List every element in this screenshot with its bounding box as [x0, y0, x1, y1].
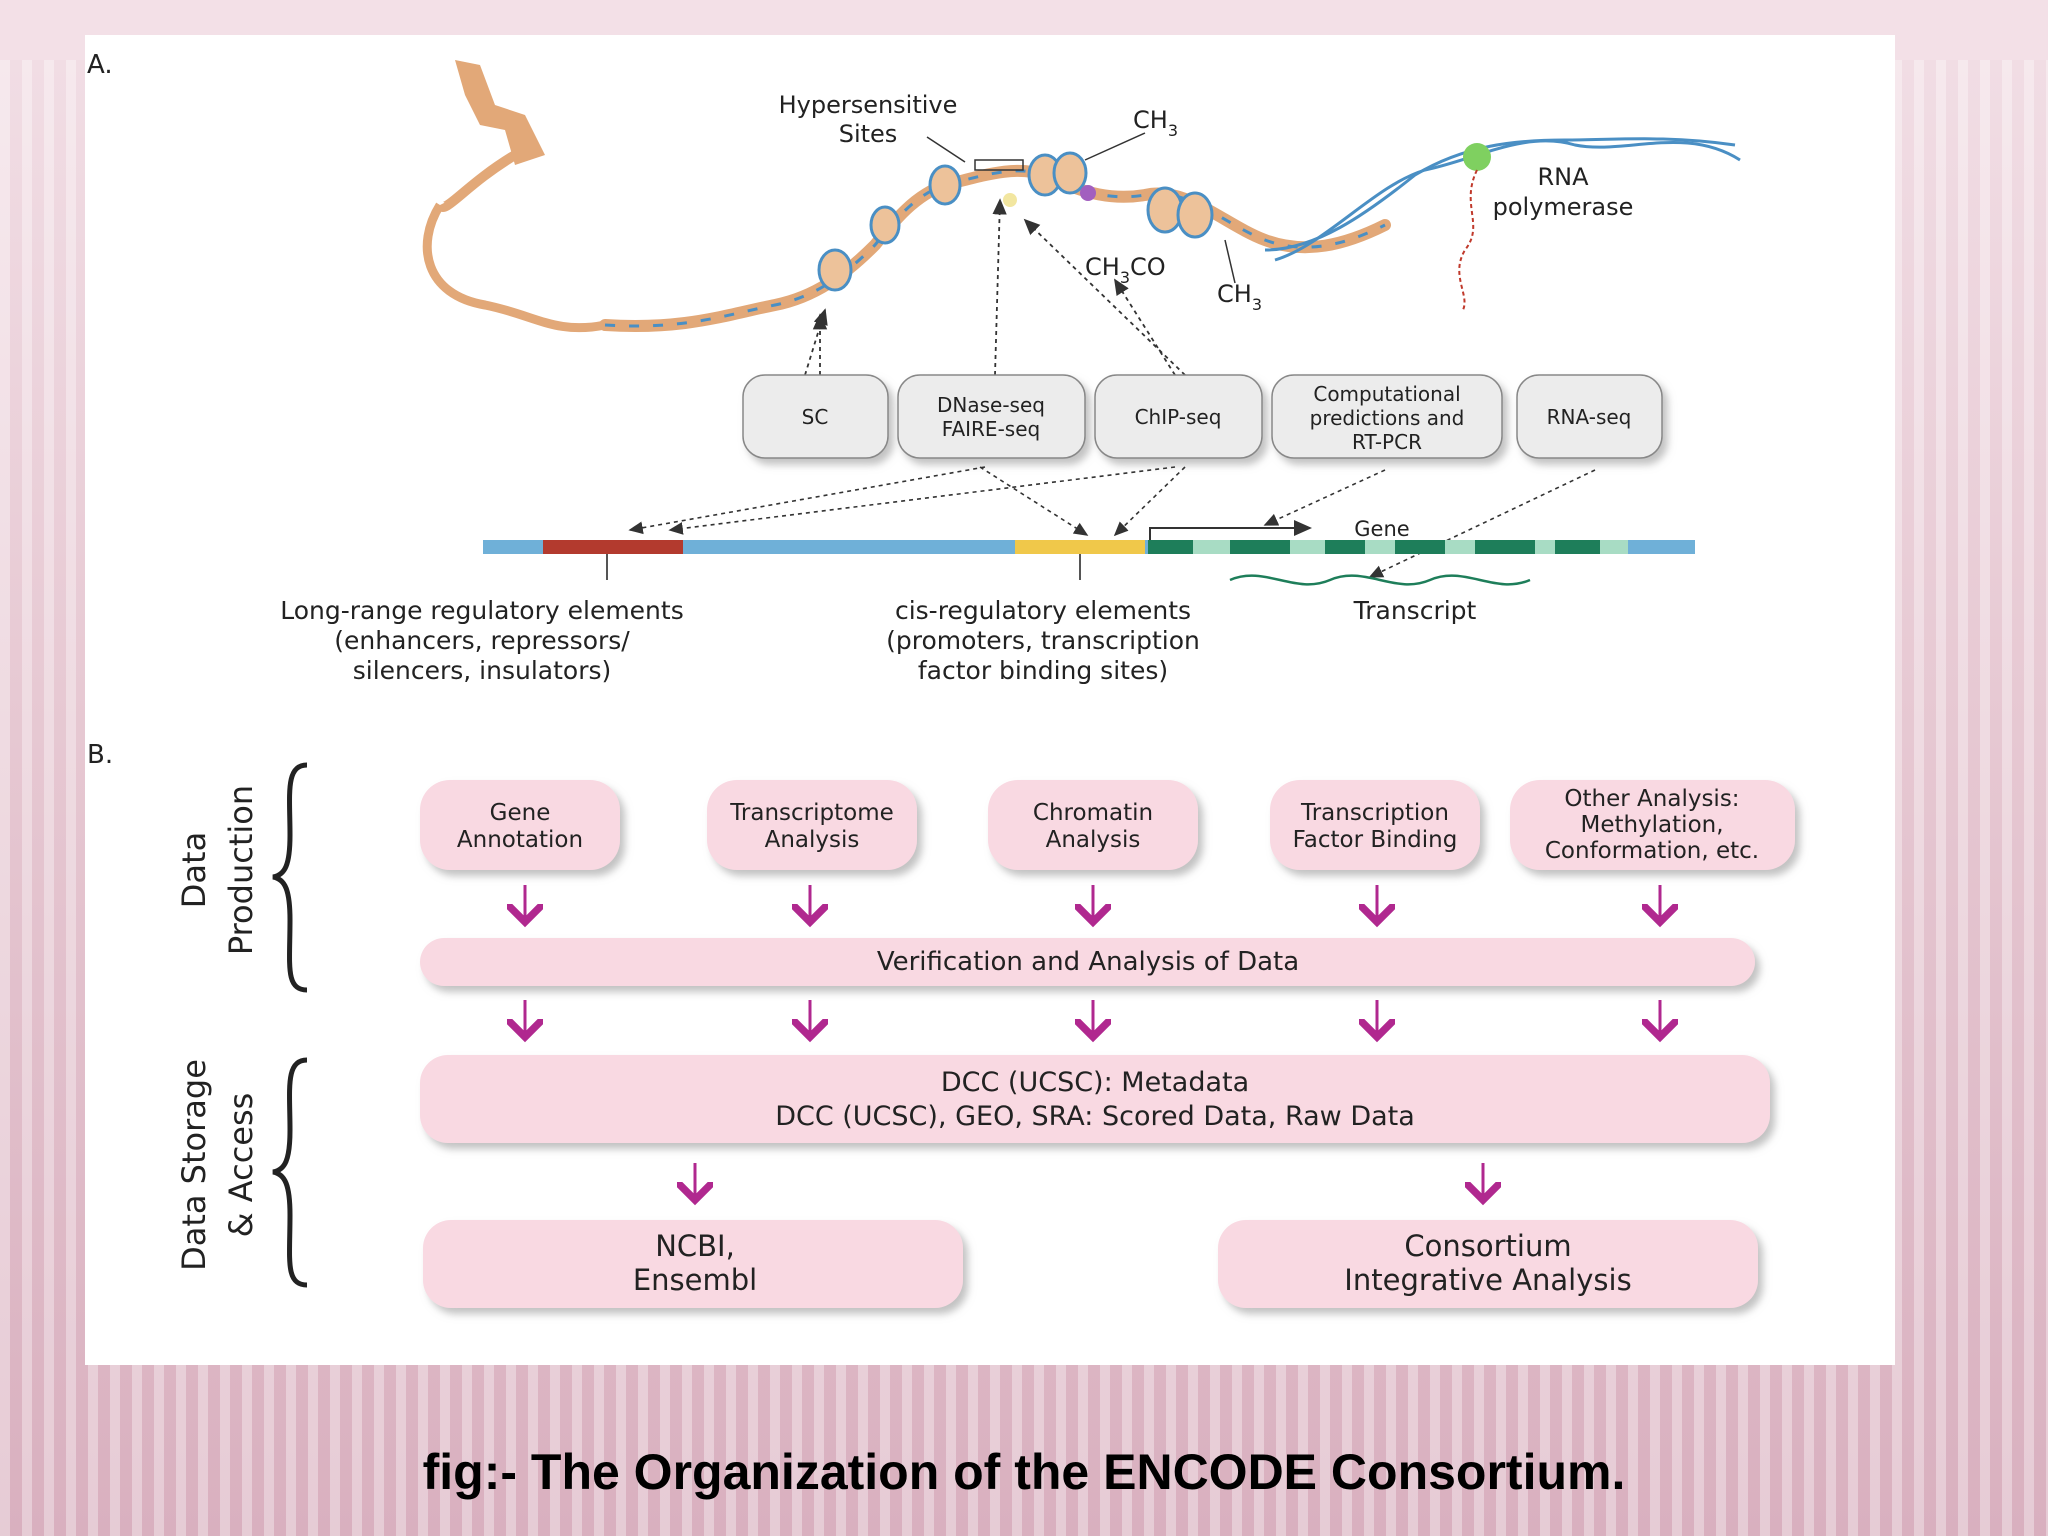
rna-polymerase: [1463, 143, 1491, 171]
nucleosomes: [817, 151, 1214, 292]
production-transcriptome-2: Analysis: [765, 827, 860, 853]
methyl-label-bottom: CH3: [1217, 280, 1262, 314]
long-range-label-2: (enhancers, repressors/: [334, 626, 630, 655]
panel-a-label: A.: [87, 50, 113, 80]
brace-data-production: [272, 762, 308, 993]
consortium-label-1: Consortium: [1404, 1229, 1571, 1263]
cis-label-2: (promoters, transcription: [886, 626, 1200, 655]
long-range-element: [543, 540, 683, 554]
production-chromatin-1: Chromatin: [1033, 800, 1153, 826]
output-boxes: [423, 1220, 1758, 1308]
hypersensitive-label: Hypersensitive: [779, 91, 958, 119]
ncbi-label-1: NCBI,: [655, 1229, 735, 1263]
figure-caption: fig:- The Organization of the ENCODE Con…: [422, 1444, 1626, 1500]
assay-sc: SC: [802, 405, 829, 429]
methyl-label-top: CH3: [1133, 106, 1178, 140]
transcript-wave: [1229, 574, 1531, 586]
production-other-2: Methylation,: [1580, 812, 1723, 838]
side-label-data-storage: Data Storage: [175, 1059, 213, 1271]
production-boxes: [420, 780, 1795, 870]
production-tf-1: Transcription: [1300, 800, 1449, 826]
dcc-data-label: DCC (UCSC), GEO, SRA: Scored Data, Raw D…: [775, 1101, 1415, 1132]
production-gene-1: Gene: [490, 800, 551, 826]
dna-bar: [483, 520, 1695, 580]
dcc-box: [420, 1055, 1770, 1143]
production-chromatin-2: Analysis: [1046, 827, 1141, 853]
panel-b-label: B.: [87, 740, 113, 770]
assay-computational-3: RT-PCR: [1352, 430, 1422, 454]
hypersensitive-marker: [1003, 193, 1017, 207]
acetyl-label: CH3CO: [1085, 253, 1166, 287]
ncbi-label-2: Ensembl: [633, 1263, 757, 1297]
long-range-label-3: silencers, insulators): [353, 656, 612, 685]
verification-bar: [420, 938, 1755, 986]
assay-chip: ChIP-seq: [1135, 405, 1222, 429]
verification-label: Verification and Analysis of Data: [877, 947, 1299, 977]
long-range-label-1: Long-range regulatory elements: [280, 596, 683, 625]
brace-data-storage: [272, 1057, 308, 1288]
dna-helix: [1264, 137, 1741, 262]
encode-diagram: A. Hypersensitive Sites CH3 CH3CO CH3 RN…: [87, 50, 1795, 1308]
chromosome-illustration: [422, 60, 606, 333]
assay-rnaseq: RNA-seq: [1547, 405, 1632, 429]
cis-label-3: factor binding sites): [918, 656, 1168, 685]
assay-to-chromatin-arrows: [804, 198, 1186, 376]
cis-element: [1015, 540, 1145, 554]
rna-label: RNA: [1537, 163, 1589, 191]
production-tf-2: Factor Binding: [1293, 827, 1458, 853]
gene-label: Gene: [1354, 517, 1409, 541]
cis-label-1: cis-regulatory elements: [895, 596, 1191, 625]
side-label-data: Data: [175, 832, 213, 908]
arrows-to-verification: [525, 885, 1660, 922]
side-label-access: & Access: [222, 1093, 260, 1238]
sites-label: Sites: [839, 120, 898, 148]
chromatin-fiber: [599, 164, 1391, 332]
dcc-metadata-label: DCC (UCSC): Metadata: [941, 1067, 1249, 1098]
polymerase-label: polymerase: [1493, 193, 1634, 221]
assay-faire: FAIRE-seq: [942, 417, 1040, 441]
assay-to-dna-arrows: [628, 466, 1596, 578]
assay-computational-2: predictions and: [1310, 406, 1465, 430]
modification-marker: [1080, 185, 1096, 201]
side-label-production: Production: [222, 785, 260, 955]
consortium-label-2: Integrative Analysis: [1344, 1263, 1631, 1297]
assay-row: [742, 374, 1663, 459]
production-other-1: Other Analysis:: [1564, 786, 1739, 812]
encode-figure: A. Hypersensitive Sites CH3 CH3CO CH3 RN…: [85, 35, 1895, 1365]
production-other-3: Conformation, etc.: [1545, 838, 1759, 864]
production-transcriptome-1: Transcriptome: [729, 800, 894, 826]
arrows-to-dcc: [525, 1000, 1660, 1037]
arrows-to-outputs: [695, 1163, 1483, 1200]
transcript-label: Transcript: [1353, 596, 1477, 625]
assay-computational-1: Computational: [1313, 382, 1460, 406]
production-gene-2: Annotation: [457, 827, 583, 853]
assay-dnase: DNase-seq: [937, 393, 1045, 417]
rna-strand: [1458, 169, 1478, 311]
